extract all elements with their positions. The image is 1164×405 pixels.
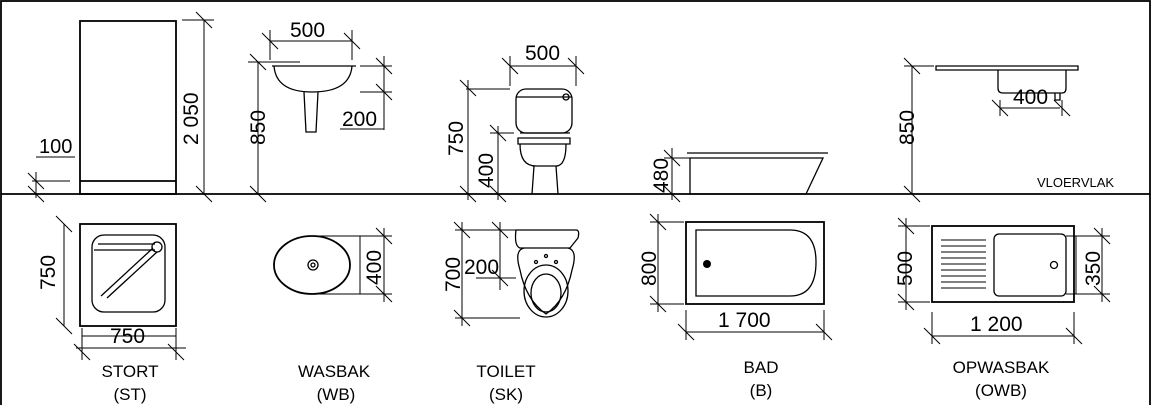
toilet-elevation [459, 56, 585, 203]
bath-plan-dim-800: 800 [638, 251, 661, 286]
toilet-code: (SK) [489, 385, 523, 404]
bath-code: (B) [750, 381, 773, 400]
bath-plan-dim-1700: 1 700 [718, 309, 771, 332]
sink-elevation [903, 57, 1079, 203]
shower-code: (ST) [113, 385, 146, 404]
sink-plan-dim-350: 350 [1082, 251, 1105, 286]
sink-code: (OWB) [975, 381, 1027, 400]
shower-elevation [27, 11, 214, 203]
basin-plan [273, 227, 393, 303]
basin-dim-200: 200 [342, 108, 377, 131]
sink-name: OPWASBAK [953, 358, 1050, 377]
shower-plan-dim-750-vertical: 750 [37, 255, 60, 290]
shower-plan-dim-750-horizontal: 750 [110, 325, 145, 348]
toilet-dim-400: 400 [475, 153, 498, 188]
toilet-name: TOILET [476, 362, 535, 381]
basin-code: (WB) [317, 385, 356, 404]
basin-elevation [248, 30, 393, 203]
floor-label: VLOERVLAK [1037, 175, 1114, 190]
toilet-dim-500: 500 [525, 42, 560, 65]
basin-plan-dim-400: 400 [363, 250, 386, 285]
bath-dim-480: 480 [650, 158, 673, 193]
basin-dim-850: 850 [247, 110, 270, 145]
shower-dim-2050: 2 050 [180, 92, 203, 145]
shower-name: STORT [102, 362, 159, 381]
bath-elevation [663, 148, 828, 203]
sink-dim-400: 400 [1013, 86, 1048, 109]
shower-dim-100: 100 [39, 136, 72, 158]
toilet-plan-dim-700: 700 [442, 257, 465, 292]
sink-plan-dim-1200: 1 200 [970, 313, 1023, 336]
toilet-plan [453, 221, 580, 327]
sink-dim-850: 850 [896, 110, 919, 145]
sink-plan [897, 217, 1111, 345]
toilet-dim-750: 750 [445, 121, 468, 156]
toilet-plan-dim-200: 200 [464, 256, 499, 279]
bath-name: BAD [744, 358, 779, 377]
sink-plan-dim-500: 500 [894, 251, 917, 286]
shower-plan [55, 215, 186, 361]
bath-plan [649, 213, 833, 341]
basin-dim-500: 500 [290, 19, 325, 42]
basin-name: WASBAK [298, 362, 371, 381]
